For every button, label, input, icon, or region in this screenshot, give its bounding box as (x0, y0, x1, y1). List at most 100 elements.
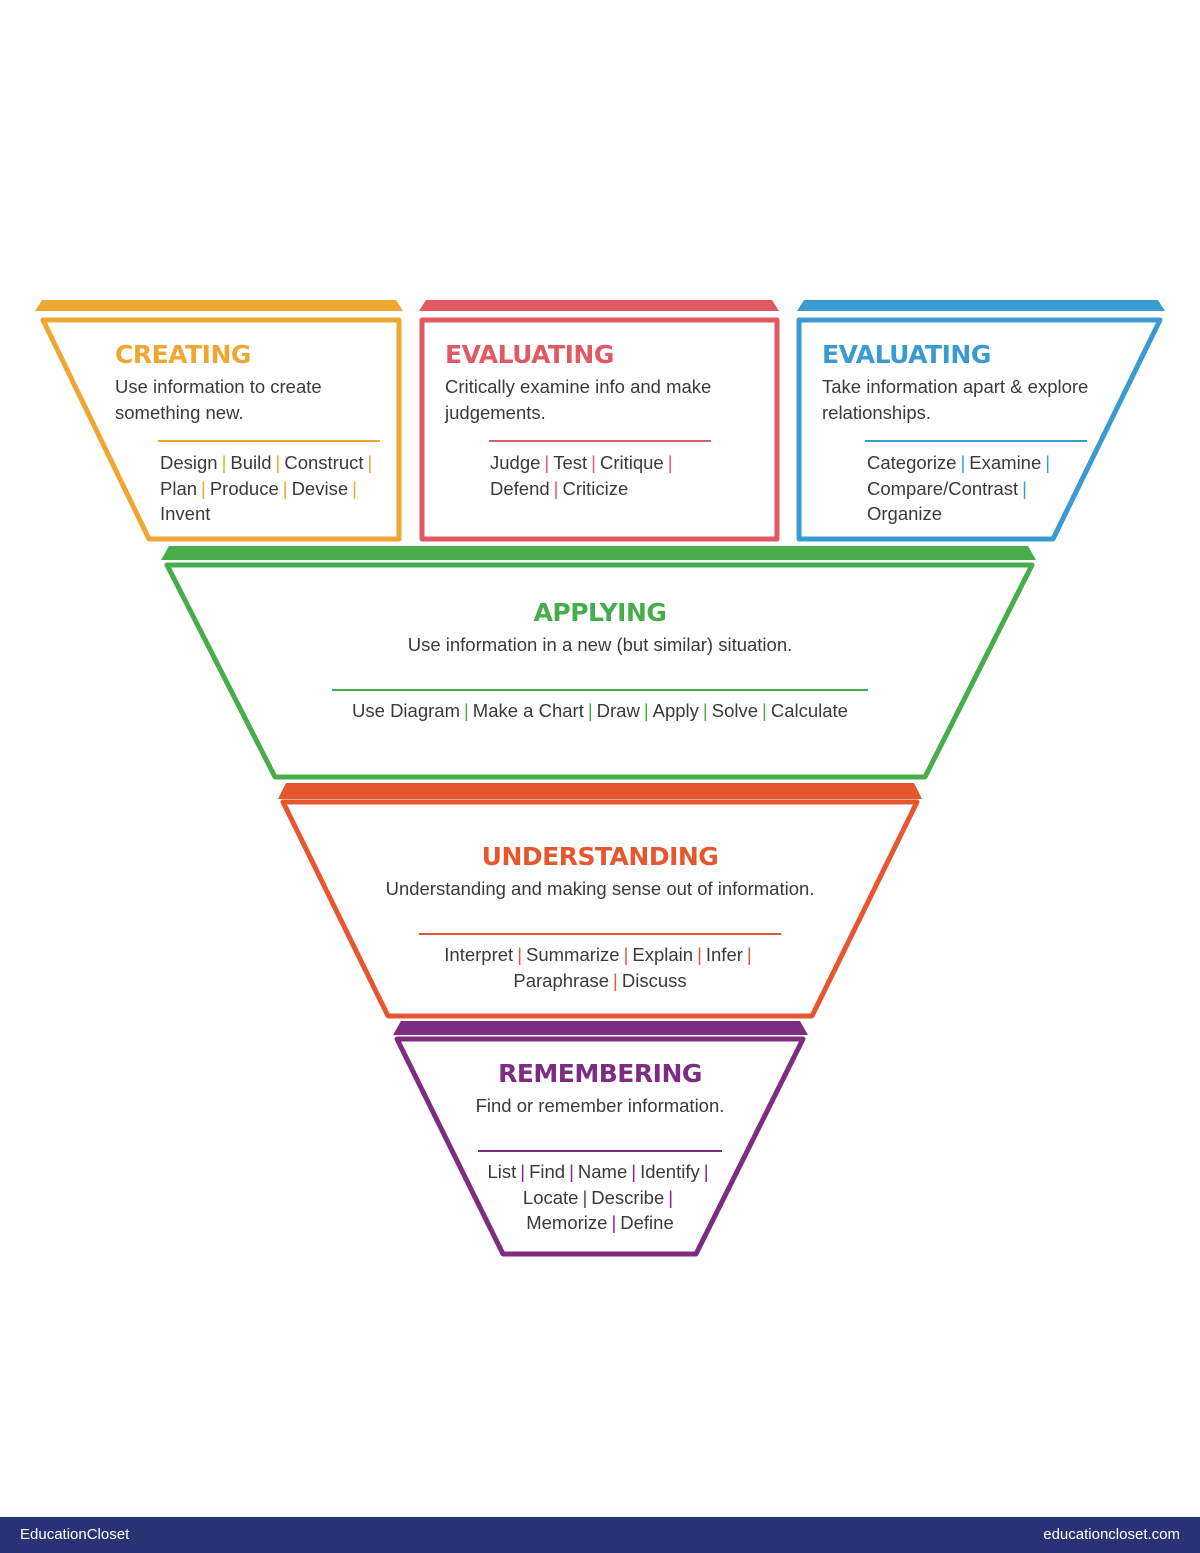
verb-line: Defend|Criticize (490, 476, 740, 502)
verb-separator: | (668, 1186, 674, 1208)
verb-line: Judge|Test|Critique| (490, 450, 740, 476)
verb-line: Plan|Produce|Devise| (160, 476, 400, 502)
creating-verbs: Design|Build|Construct|Plan|Produce|Devi… (160, 450, 400, 527)
verb-line: Invent (160, 501, 400, 527)
verb: Find (529, 1161, 566, 1182)
applying-description: Use information in a new (but similar) s… (407, 634, 793, 655)
verb: Interpret (444, 944, 514, 965)
understanding-box: UNDERSTANDING Understanding and making s… (300, 842, 900, 902)
verb-line: Use Diagram|Make a Chart|Draw|Apply|Solv… (250, 698, 950, 724)
verb-line: Organize (867, 501, 1107, 527)
verb: Locate (522, 1186, 579, 1208)
verb: Compare/Contrast (867, 477, 1019, 499)
verb-separator: | (613, 969, 618, 991)
verb-separator: | (282, 477, 288, 499)
verb-separator: | (569, 1161, 574, 1182)
understanding-divider (419, 933, 781, 935)
verb-line: Design|Build|Construct| (160, 450, 400, 476)
verb: Defend (490, 477, 550, 499)
evaluating-title: EVALUATING (445, 340, 614, 369)
verb: Define (620, 1212, 674, 1233)
verb-separator: | (746, 944, 752, 965)
verb-separator: | (582, 1186, 588, 1208)
verb: Summarize (526, 944, 620, 965)
verb: Build (230, 452, 272, 473)
verb: Explain (632, 944, 694, 965)
verb-separator: | (631, 1161, 637, 1182)
analyzing-box: EVALUATING Take information apart & expl… (822, 340, 1142, 425)
verb-line: Interpret|Summarize|Explain|Infer| (360, 942, 840, 968)
analyzing-frame (796, 300, 1165, 542)
verb-separator: | (1045, 452, 1051, 473)
verb: Apply (652, 700, 699, 721)
remembering-verbs: List|Find|Name|Identify|Locate|Describe|… (420, 1159, 780, 1236)
verb-separator: | (702, 700, 708, 721)
verb-separator: | (587, 700, 593, 721)
verb-line: List|Find|Name|Identify| (420, 1159, 780, 1185)
verb: Test (553, 452, 588, 473)
understanding-description: Understanding and making sense out of in… (385, 878, 815, 899)
verb: Organize (867, 503, 943, 524)
verb-separator: | (667, 452, 673, 473)
verb: Calculate (770, 700, 848, 721)
analyzing-divider (865, 440, 1087, 442)
verb-separator: | (367, 452, 373, 473)
verb-separator: | (352, 477, 357, 499)
verb-separator: | (520, 1161, 526, 1182)
remembering-description: Find or remember information. (475, 1095, 725, 1116)
verb: Judge (490, 452, 541, 473)
verb: Use Diagram (352, 700, 460, 721)
verb-separator: | (517, 944, 522, 965)
creating-title: CREATING (115, 340, 251, 369)
verb: Identify (640, 1161, 700, 1182)
verb-separator: | (762, 700, 767, 721)
verb: Examine (969, 452, 1042, 473)
verb-separator: | (611, 1212, 617, 1233)
applying-divider (332, 689, 868, 691)
verb-line: Paraphrase|Discuss (360, 968, 840, 994)
verb: Design (160, 452, 218, 473)
verb: Plan (160, 477, 198, 499)
verb-separator: | (960, 452, 966, 473)
verb: Infer (705, 944, 743, 965)
footer-brand: EducationCloset (20, 1526, 130, 1543)
verb: Devise (291, 477, 349, 499)
verb-separator: | (275, 452, 281, 473)
understanding-verbs: Interpret|Summarize|Explain|Infer|Paraph… (360, 942, 840, 993)
creating-box: CREATING Use information to create somet… (115, 340, 395, 425)
remembering-frame (393, 1021, 808, 1257)
verb-separator: | (643, 700, 649, 721)
verb-separator: | (697, 944, 702, 965)
verb: Memorize (526, 1212, 608, 1233)
verb: Discuss (621, 969, 687, 991)
verb-separator: | (544, 452, 550, 473)
footer-website: educationcloset.com (1043, 1526, 1180, 1543)
verb: Critique (599, 452, 664, 473)
verb: Name (577, 1161, 628, 1182)
verb-line: Memorize|Define (420, 1210, 780, 1236)
verb-separator: | (221, 452, 227, 473)
verb: Produce (209, 477, 279, 499)
creating-description: Use information to create something new. (115, 376, 322, 423)
evaluating-box: EVALUATING Critically examine info and m… (445, 340, 765, 425)
evaluating-description: Critically examine info and make judgeme… (445, 376, 712, 423)
applying-verbs: Use Diagram|Make a Chart|Draw|Apply|Solv… (250, 698, 950, 724)
verb: Make a Chart (472, 700, 584, 721)
analyzing-title: EVALUATING (822, 340, 991, 369)
creating-divider (158, 440, 380, 442)
verb-separator: | (623, 944, 629, 965)
verb-separator: | (1022, 477, 1027, 499)
verb: Criticize (562, 477, 629, 499)
verb-line: Categorize|Examine| (867, 450, 1107, 476)
verb: Draw (596, 700, 640, 721)
verb-line: Compare/Contrast| (867, 476, 1107, 502)
verb-separator: | (201, 477, 206, 499)
verb-separator: | (553, 477, 559, 499)
remembering-title: REMEMBERING (498, 1059, 702, 1088)
analyzing-verbs: Categorize|Examine|Compare/Contrast|Orga… (867, 450, 1107, 527)
verb: Describe (591, 1186, 665, 1208)
analyzing-description: Take information apart & explore relatio… (822, 376, 1089, 423)
creating-frame (35, 300, 403, 542)
applying-box: APPLYING Use information in a new (but s… (300, 598, 900, 658)
evaluating-frame (419, 300, 780, 542)
